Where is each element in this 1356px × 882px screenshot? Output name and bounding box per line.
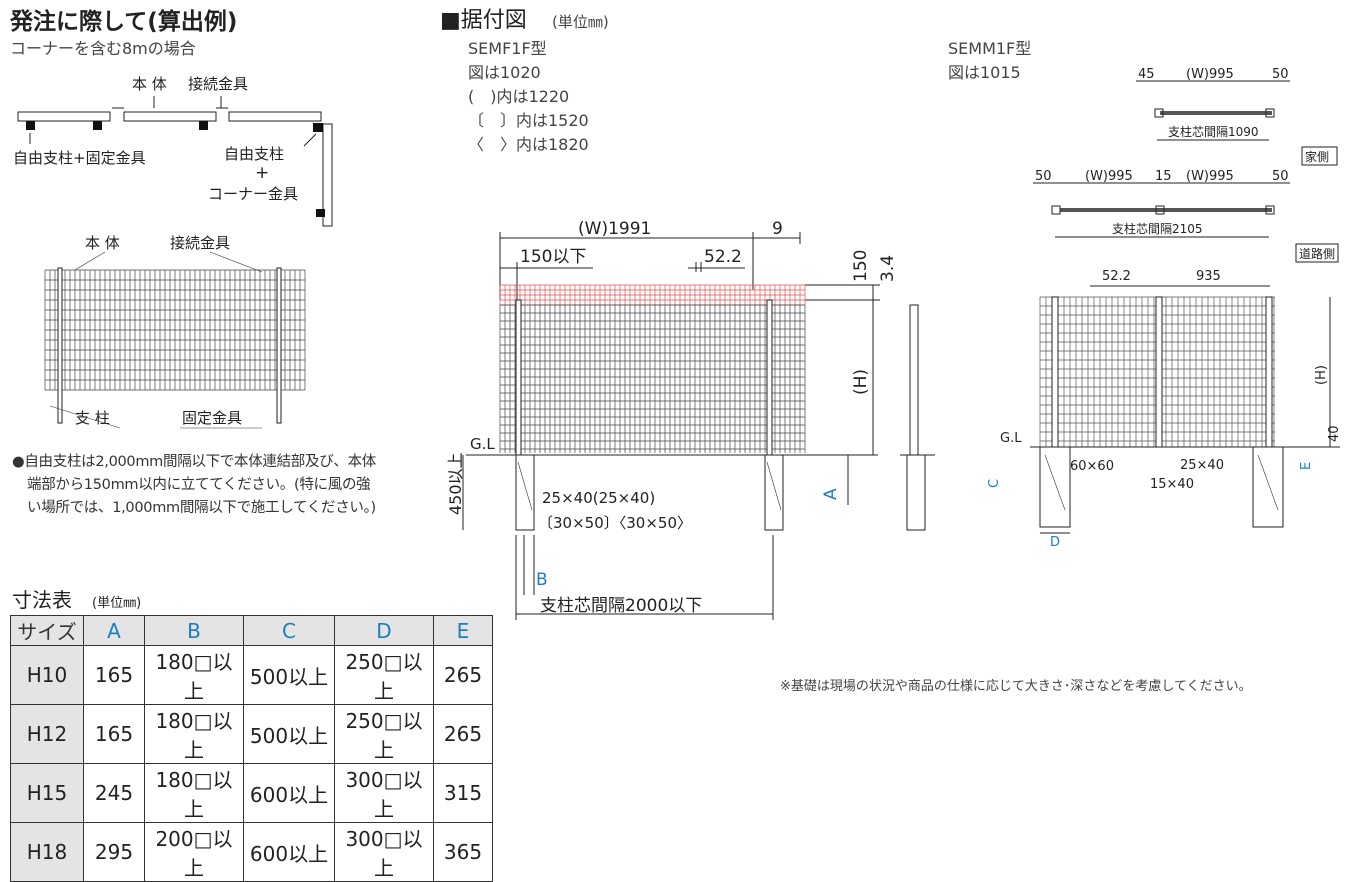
svg-text:家側: 家側 xyxy=(1305,149,1329,164)
svg-text:9: 9 xyxy=(772,219,783,239)
elevation-diagram: 本 体 接続金具 支 柱 固定金具 xyxy=(44,234,306,429)
svg-text:図は1020: 図は1020 xyxy=(468,63,541,82)
svg-text:15×40: 15×40 xyxy=(1150,477,1194,492)
svg-text:(W)1991: (W)1991 xyxy=(578,219,651,239)
svg-text:支柱芯間隔1090: 支柱芯間隔1090 xyxy=(1168,124,1259,139)
svg-text:60×60: 60×60 xyxy=(1070,459,1114,474)
svg-text:道路側: 道路側 xyxy=(1299,246,1335,261)
svg-text:(H): (H) xyxy=(1314,365,1329,385)
svg-text:C: C xyxy=(987,479,1002,488)
svg-text:25×40: 25×40 xyxy=(1180,458,1224,473)
svg-text:A: A xyxy=(821,488,841,500)
svg-text:D: D xyxy=(1050,535,1060,550)
post xyxy=(515,299,522,456)
label-free-post-fixed: 自由支柱+固定金具 xyxy=(13,149,146,167)
post xyxy=(57,267,63,424)
plan-view-house: 45 (W)995 50 支柱芯間隔1090 家側 xyxy=(1136,67,1338,166)
post xyxy=(1265,296,1273,448)
svg-text:E: E xyxy=(1299,462,1314,470)
svg-text:(H): (H) xyxy=(851,369,871,395)
svg-text:(W)995: (W)995 xyxy=(1186,169,1234,184)
svg-text:50: 50 xyxy=(1272,169,1289,184)
svg-text:図は1015: 図は1015 xyxy=(948,63,1021,82)
post xyxy=(1155,296,1163,448)
double-elevation: 52.2 935 (H) G.L 40 C E D 60×60 25×40 15… xyxy=(987,269,1342,550)
svg-text:〔30×50〕〈30×50〉: 〔30×50〕〈30×50〉 xyxy=(538,514,692,532)
model2-spec: SEMM1F型 図は1015 xyxy=(948,39,1031,82)
svg-text:〈 〉内は1820: 〈 〉内は1820 xyxy=(468,135,589,154)
subtitle: コーナーを含む8mの場合 xyxy=(10,39,196,58)
svg-text:(W)995: (W)995 xyxy=(1085,169,1133,184)
table-unit: (単位㎜) xyxy=(92,595,141,611)
svg-text:(W)995: (W)995 xyxy=(1186,67,1234,82)
footnote: ※基礎は現場の状況や商品の仕様に応じて大きさ･深さなどを考慮してください。 xyxy=(780,679,1252,694)
post xyxy=(1051,296,1059,448)
diagram-canvas: 発注に際して(算出例) コーナーを含む8mの場合 本 体 接続金具 自由支柱+固… xyxy=(9,8,1342,694)
install-title: ■据付図 xyxy=(440,8,527,33)
elev-label-joint: 接続金具 xyxy=(170,234,230,252)
svg-text:450以上: 450以上 xyxy=(446,452,465,515)
post xyxy=(276,267,282,424)
label-plus: + xyxy=(255,163,269,183)
label-free-post: 自由支柱 xyxy=(224,145,284,163)
svg-text:3.4: 3.4 xyxy=(878,255,898,282)
elev-label-post: 支 柱 xyxy=(75,409,110,427)
svg-text:25×40(25×40): 25×40(25×40) xyxy=(542,489,655,507)
svg-text:支柱芯間隔2105: 支柱芯間隔2105 xyxy=(1112,221,1203,236)
install-unit: (単位㎜) xyxy=(552,13,609,31)
table-header-row: サイズ A B C D E xyxy=(10,615,493,646)
svg-text:50: 50 xyxy=(1035,169,1052,184)
svg-text:52.2: 52.2 xyxy=(704,247,742,267)
table-title: 寸法表 xyxy=(12,588,72,612)
plan-view-road: 50 (W)995 15 (W)995 50 支柱芯間隔2105 道路側 xyxy=(1033,169,1339,263)
svg-text:15: 15 xyxy=(1155,169,1172,184)
svg-text:G.L: G.L xyxy=(470,435,495,453)
svg-text:935: 935 xyxy=(1196,269,1221,284)
svg-text:B: B xyxy=(536,570,548,590)
install-note: ●自由支柱は2,000mm間隔以下で本体連結部及び、本体 端部から150mm以内… xyxy=(12,454,377,516)
label-corner: コーナー金具 xyxy=(208,185,298,203)
label-body: 本 体 xyxy=(132,75,167,93)
svg-text:150以下: 150以下 xyxy=(520,247,586,267)
svg-text:SEMM1F型: SEMM1F型 xyxy=(948,39,1031,58)
svg-text:( )内は1220: ( )内は1220 xyxy=(468,87,569,106)
page-title: 発注に際して(算出例) xyxy=(9,8,237,35)
svg-text:40: 40 xyxy=(1327,425,1342,442)
svg-text:支柱芯間隔2000以下: 支柱芯間隔2000以下 xyxy=(540,596,702,616)
svg-text:52.2: 52.2 xyxy=(1102,269,1131,284)
post xyxy=(766,299,773,456)
svg-text:150: 150 xyxy=(851,250,871,282)
svg-text:G.L: G.L xyxy=(1000,431,1022,446)
svg-text:〔 〕内は1520: 〔 〕内は1520 xyxy=(468,111,589,130)
label-joint: 接続金具 xyxy=(188,75,248,93)
main-elevation: (W)1991 9 150以下 52.2 150 3.4 (H) G.L 450… xyxy=(446,219,935,620)
model1-spec: SEMF1F型 図は1020 ( )内は1220 〔 〕内は1520 〈 〉内は… xyxy=(468,39,589,154)
plan-diagram: 本 体 接続金具 自由支柱+固定金具 自由支柱 + コーナー金具 xyxy=(13,75,333,227)
svg-text:45: 45 xyxy=(1138,67,1155,82)
svg-text:50: 50 xyxy=(1272,67,1289,82)
elev-label-body: 本 体 xyxy=(85,234,120,252)
svg-text:SEMF1F型: SEMF1F型 xyxy=(468,39,547,58)
elev-label-fixed: 固定金具 xyxy=(182,409,242,427)
